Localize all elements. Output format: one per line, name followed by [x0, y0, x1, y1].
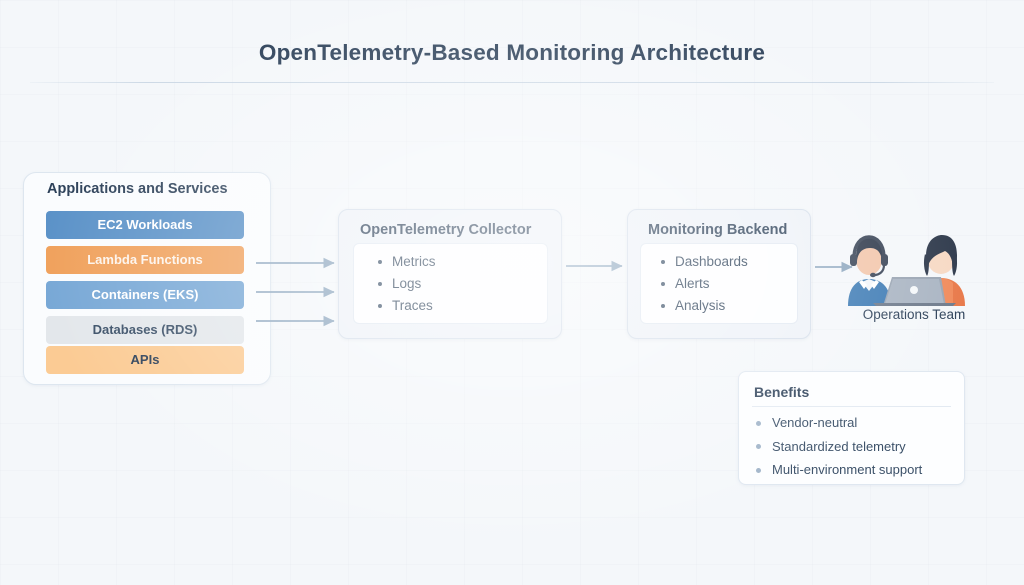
title-divider [30, 82, 994, 83]
benefits-divider [752, 406, 951, 407]
page-title: OpenTelemetry-Based Monitoring Architect… [258, 40, 766, 65]
ops-person-left [848, 235, 891, 306]
app-chip-databases-rds[interactable]: Databases (RDS) [46, 316, 244, 344]
benefits-title: Benefits [754, 384, 810, 400]
operations-team-label: Operations Team [862, 307, 966, 322]
collector-item: Traces [375, 295, 540, 317]
backend-item: Alerts [658, 273, 798, 295]
collector-item: Logs [375, 273, 540, 295]
app-chip-lambda-functions[interactable]: Lambda Functions [46, 246, 244, 274]
backend-item: Dashboards [658, 251, 798, 273]
collector-title: OpenTelemetry Collector [360, 222, 532, 238]
operations-team-illustration [848, 235, 965, 306]
applications-panel-title: Applications and Services [47, 181, 228, 197]
backend-item: Analysis [658, 295, 798, 317]
backend-title: Monitoring Backend [648, 222, 788, 238]
benefit-item: Vendor-neutral [752, 411, 957, 435]
benefit-item: Standardized telemetry [752, 435, 957, 459]
collector-item: Metrics [375, 251, 540, 273]
app-chip-ec2-workloads[interactable]: EC2 Workloads [46, 211, 244, 239]
benefit-item: Multi-environment support [752, 458, 957, 482]
app-chip-apis[interactable]: APIs [46, 346, 244, 374]
app-chip-containers-eks[interactable]: Containers (EKS) [46, 281, 244, 309]
